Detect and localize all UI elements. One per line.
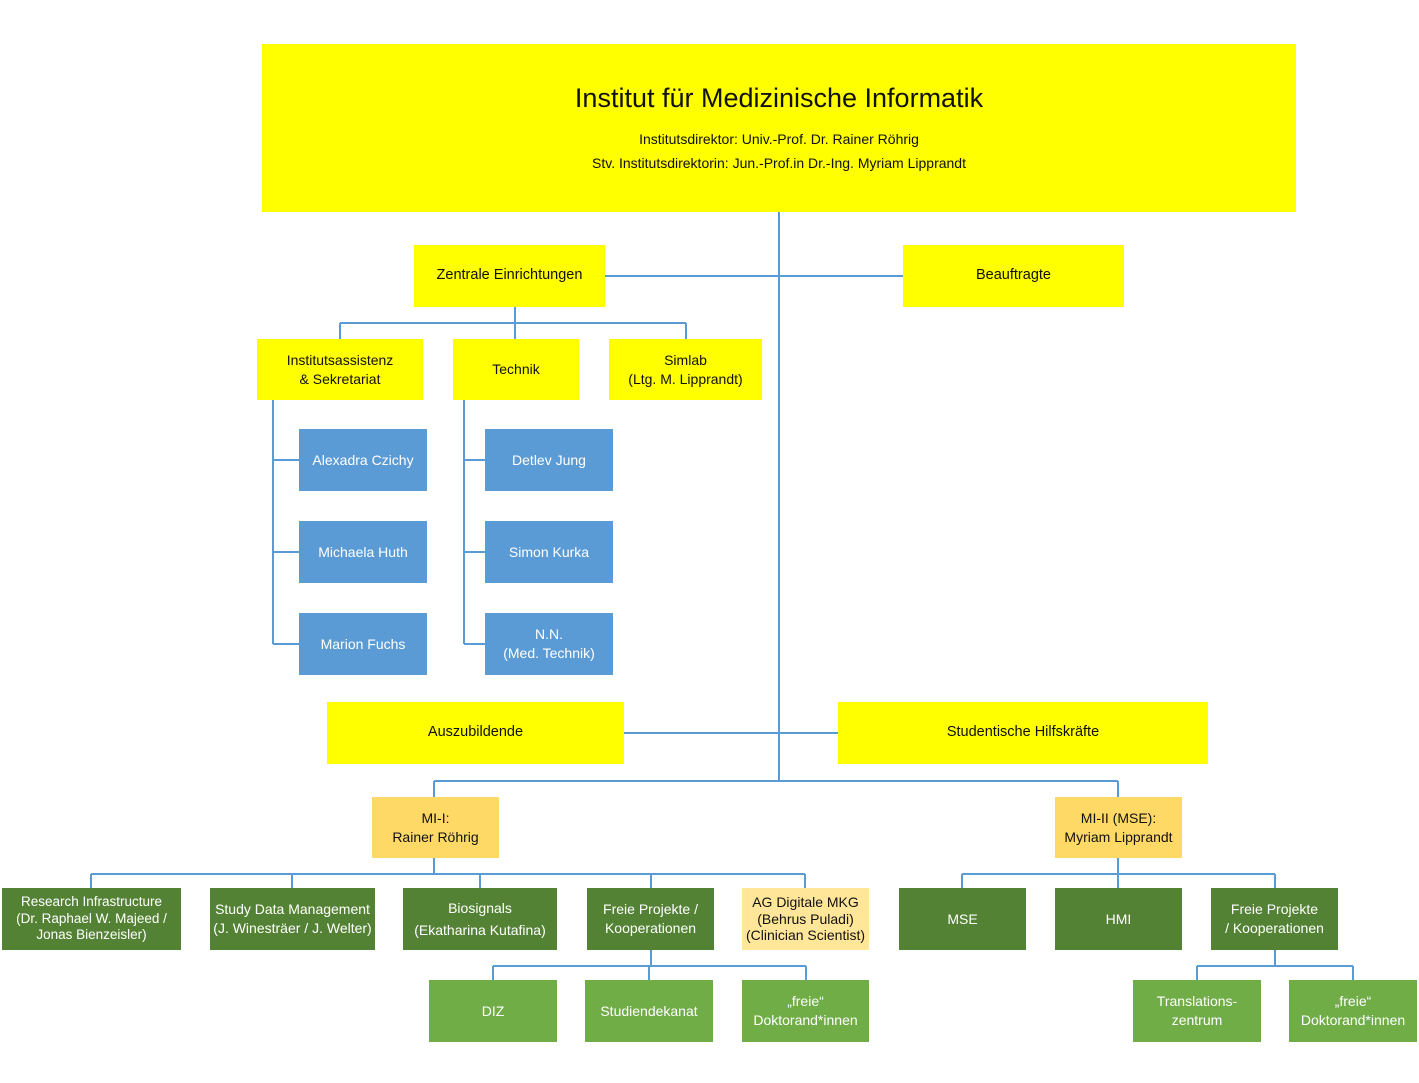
- group-freie-projekte-mi2: Freie Projekte / Kooperationen: [1211, 888, 1338, 950]
- person-box: Michaela Huth: [299, 521, 427, 583]
- institute-title: Institut für Medizinische Informatik: [574, 82, 984, 113]
- person-box: Detlev Jung: [485, 429, 613, 491]
- group-hmi: HMI: [1055, 888, 1182, 950]
- unit-label-line-1: Translations-: [1156, 993, 1238, 1010]
- group-line-2: (Dr. Raphael W. Majeed /: [16, 910, 167, 926]
- simlab-label-line-1: Simlab: [664, 351, 707, 368]
- person-box: Alexadra Czichy: [299, 429, 427, 491]
- group-label: MSE: [947, 910, 978, 927]
- group-biosignals: Biosignals (Ekatharina Kutafina): [403, 888, 557, 950]
- person-box: Marion Fuchs: [299, 613, 427, 675]
- department-mi2-box: MI-II (MSE): Myriam Lipprandt: [1055, 797, 1182, 858]
- group-mse: MSE: [899, 888, 1026, 950]
- group-study-data-management: Study Data Management (J. Winesträer / J…: [210, 888, 375, 950]
- department-mi2-line-1: MI-II (MSE):: [1080, 809, 1157, 826]
- group-freie-projekte-mi1: Freie Projekte / Kooperationen: [587, 888, 714, 950]
- institute-header: Institut für Medizinische Informatik Ins…: [262, 44, 1296, 212]
- technik-label: Technik: [492, 361, 540, 378]
- unit-translationszentrum: Translations- zentrum: [1133, 980, 1261, 1042]
- institutsassistenz-box: Institutsassistenz & Sekretariat: [257, 339, 423, 400]
- unit-diz: DIZ: [429, 980, 557, 1042]
- department-mi1-box: MI-I: Rainer Röhrig: [372, 797, 499, 858]
- group-line-2: (Behrus Puladi): [757, 910, 854, 927]
- unit-label-line-2: Doktorand*innen: [753, 1012, 858, 1028]
- person-name: Simon Kurka: [508, 543, 590, 560]
- director-line: Institutsdirektor: Univ.-Prof. Dr. Raine…: [639, 131, 919, 148]
- simlab-label-line-2: (Ltg. M. Lipprandt): [628, 370, 743, 387]
- department-mi2-line-2: Myriam Lipprandt: [1064, 828, 1173, 845]
- unit-freie-doktoranden-mi2: „freie“ Doktorand*innen: [1289, 980, 1417, 1042]
- group-line-1: Freie Projekte /: [603, 901, 698, 918]
- simlab-box: Simlab (Ltg. M. Lipprandt): [609, 339, 762, 400]
- unit-freie-doktoranden-mi1: „freie“ Doktorand*innen: [742, 980, 869, 1042]
- group-line-1: Freie Projekte: [1230, 901, 1319, 918]
- department-mi1-line-2: Rainer Röhrig: [392, 828, 479, 845]
- group-line-2: / Kooperationen: [1225, 920, 1324, 936]
- unit-studiendekanat: Studiendekanat: [585, 980, 713, 1042]
- auszubildende-label: Auszubildende: [427, 724, 524, 741]
- group-line-2: Kooperationen: [604, 920, 697, 936]
- person-name: Alexadra Czichy: [312, 451, 414, 468]
- group-line-1: Study Data Management: [215, 901, 370, 918]
- beauftragte-box: Beauftragte: [903, 245, 1124, 307]
- unit-label-line-1: „freie“: [1334, 993, 1372, 1010]
- group-line-3: (Clinician Scientist): [745, 927, 866, 944]
- person-name: Marion Fuchs: [320, 635, 406, 652]
- group-line-2: (J. Winesträer / J. Welter): [213, 920, 372, 936]
- zentrale-einrichtungen-label: Zentrale Einrichtungen: [436, 267, 583, 284]
- group-label: HMI: [1105, 910, 1132, 927]
- unit-label-line-2: zentrum: [1171, 1012, 1223, 1028]
- person-box: Simon Kurka: [485, 521, 613, 583]
- studentische-hilfskraefte-label: Studentische Hilfskräfte: [946, 724, 1100, 741]
- unit-label-line-2: Doktorand*innen: [1300, 1012, 1406, 1028]
- studentische-hilfskraefte-box: Studentische Hilfskräfte: [838, 702, 1208, 764]
- institutsassistenz-label-line-1: Institutsassistenz: [286, 351, 394, 368]
- group-line-1: Research Infrastructure: [20, 893, 163, 909]
- deputy-director-line: Stv. Institutsdirektorin: Jun.-Prof.in D…: [592, 155, 966, 172]
- beauftragte-label: Beauftragte: [976, 267, 1051, 284]
- unit-label-line-1: „freie“: [787, 993, 824, 1010]
- person-name: Michaela Huth: [318, 543, 408, 560]
- institutsassistenz-label-line-2: & Sekretariat: [299, 370, 381, 387]
- group-line-1: Biosignals: [448, 899, 512, 916]
- person-name-line-2: (Med. Technik): [503, 645, 595, 661]
- unit-label: DIZ: [481, 1002, 505, 1019]
- group-line-3: Jonas Bienzeisler): [36, 927, 147, 943]
- group-ag-digitale-mkg: AG Digitale MKG (Behrus Puladi) (Clinici…: [742, 888, 869, 950]
- person-name-line-1: N.N.: [535, 626, 563, 643]
- auszubildende-box: Auszubildende: [327, 702, 624, 764]
- person-name: Detlev Jung: [512, 451, 586, 468]
- group-research-infrastructure: Research Infrastructure (Dr. Raphael W. …: [2, 888, 181, 950]
- group-line-2: (Ekatharina Kutafina): [414, 922, 546, 938]
- unit-label: Studiendekanat: [600, 1002, 698, 1019]
- technik-box: Technik: [453, 339, 579, 400]
- zentrale-einrichtungen-box: Zentrale Einrichtungen: [414, 245, 605, 307]
- department-mi1-line-1: MI-I:: [421, 809, 450, 826]
- group-line-1: AG Digitale MKG: [752, 893, 859, 910]
- person-box-vacant: N.N. (Med. Technik): [485, 613, 613, 675]
